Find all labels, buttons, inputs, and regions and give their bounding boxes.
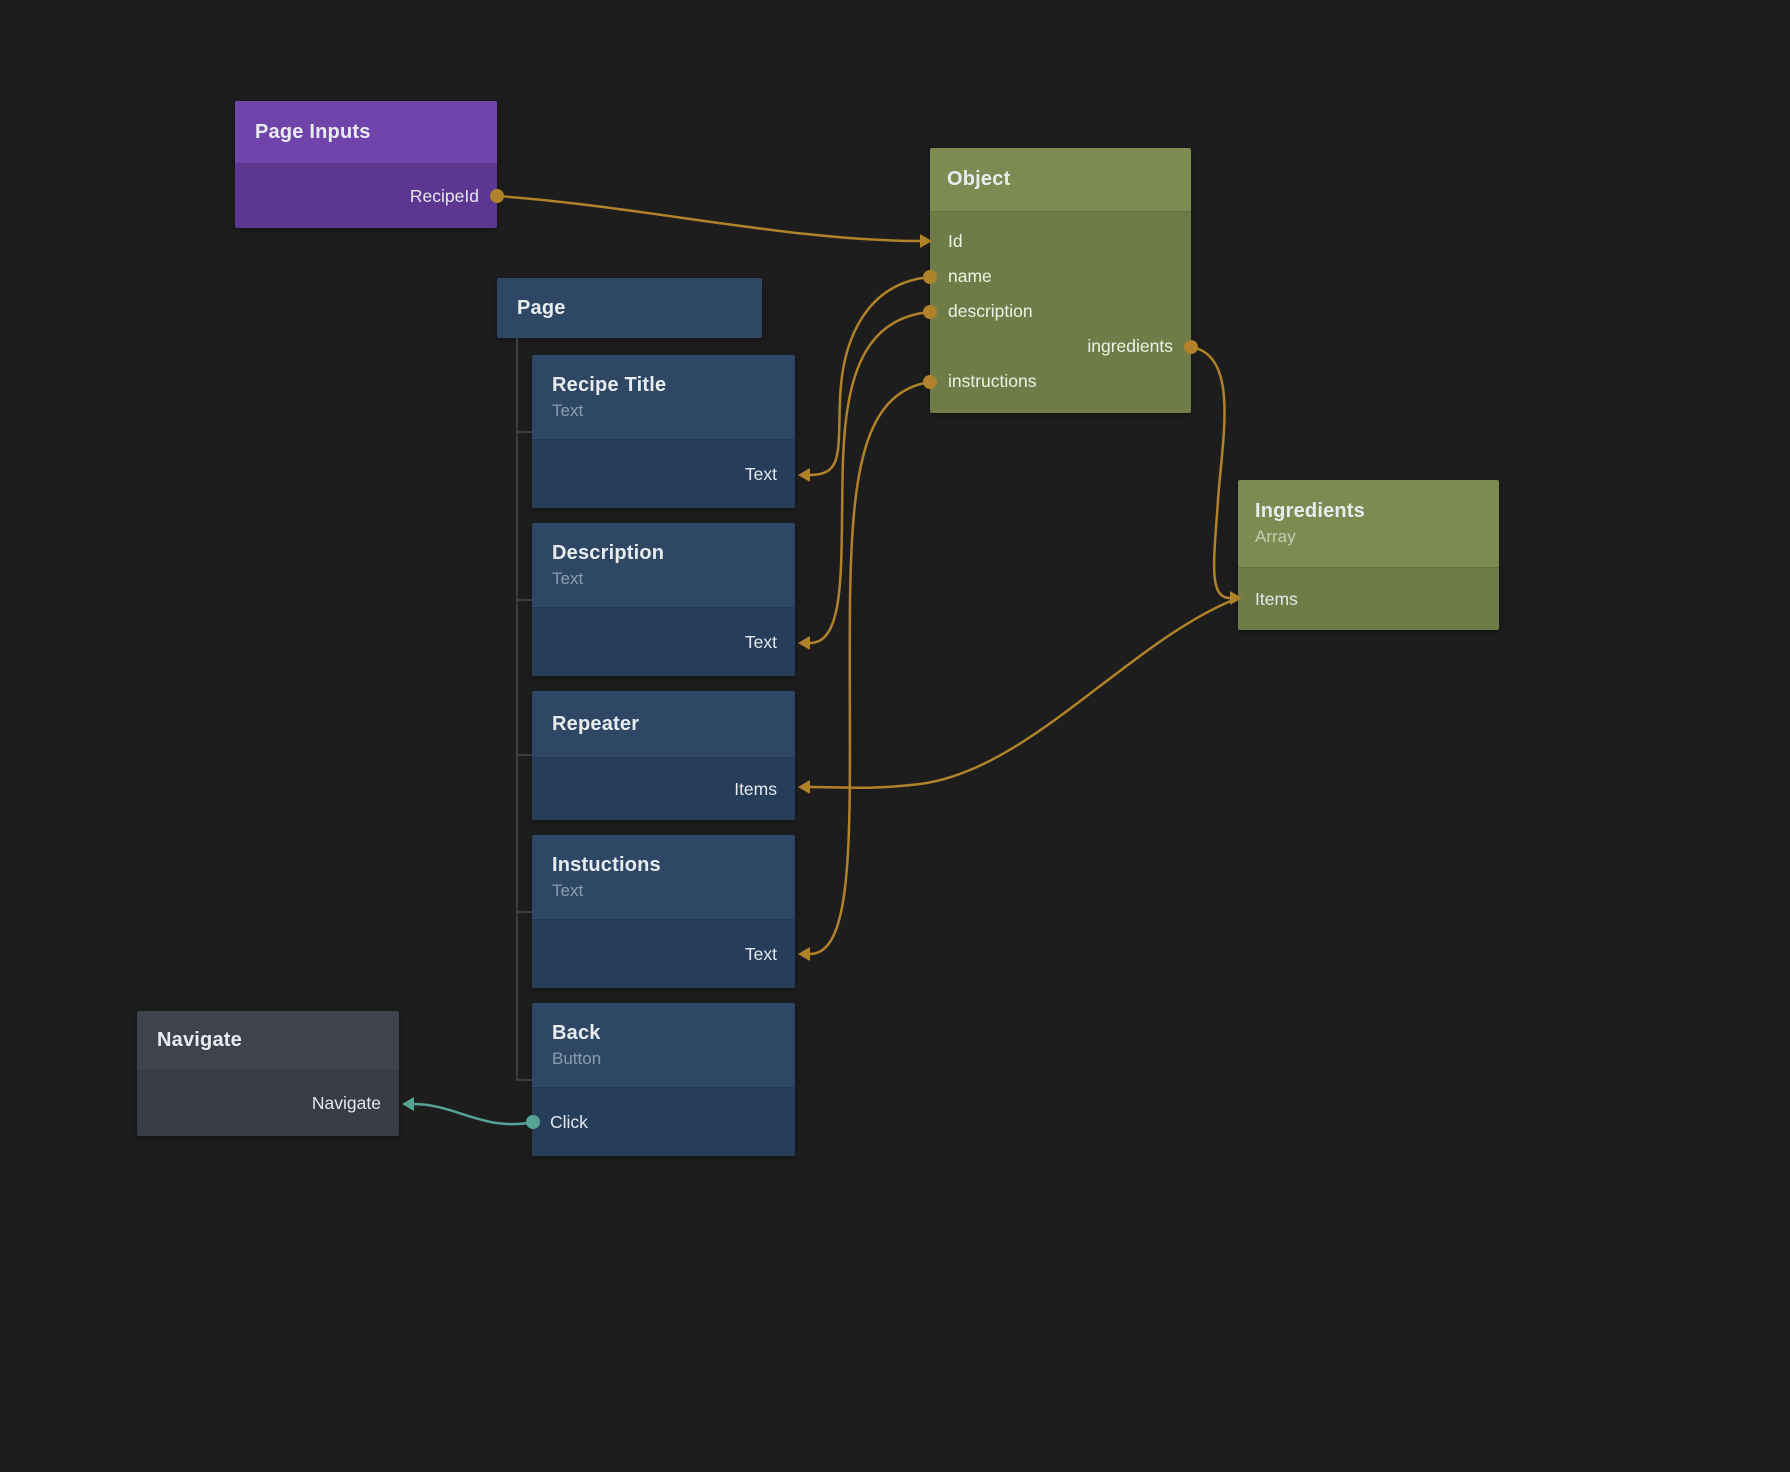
port-instructions-output[interactable]: instructions	[930, 364, 1191, 399]
node-title: Object	[947, 168, 1011, 190]
port-click-output[interactable]: Click	[532, 1088, 795, 1156]
port-label: Text	[744, 631, 777, 652]
node-description[interactable]: Description Text Text	[532, 523, 795, 676]
port-label: RecipeId	[409, 185, 479, 206]
node-repeater[interactable]: Repeater Items	[532, 691, 795, 820]
node-title: Recipe Title	[552, 373, 667, 396]
node-title: Page Inputs	[255, 120, 371, 143]
node-title: Instuctions	[552, 853, 661, 876]
port-name-output[interactable]: name	[930, 259, 1191, 294]
node-repeater-header[interactable]: Repeater	[532, 691, 795, 758]
node-page[interactable]: Page	[497, 278, 762, 338]
port-text-input[interactable]: Text	[532, 920, 795, 988]
arrowhead-description-text	[798, 636, 810, 650]
node-title: Page	[517, 296, 566, 319]
node-recipe-title-header[interactable]: Recipe Title Text	[532, 355, 795, 440]
wire-instructions-to-instuctions-text[interactable]	[808, 380, 932, 956]
node-title: Navigate	[157, 1029, 242, 1051]
port-recipeid-output[interactable]: RecipeId	[235, 164, 497, 228]
port-label: instructions	[948, 371, 1037, 391]
node-object[interactable]: Object Id name description ingredients i…	[930, 148, 1191, 413]
node-ingredients[interactable]: Ingredients Array Items	[1238, 480, 1499, 630]
port-navigate-input[interactable]: Navigate	[137, 1071, 399, 1136]
node-navigate[interactable]: Navigate Navigate	[137, 1011, 399, 1136]
node-instuctions[interactable]: Instuctions Text Text	[532, 835, 795, 988]
node-type-label: Text	[552, 568, 584, 588]
arrowhead-instuctions-text	[798, 947, 810, 961]
arrowhead-navigate	[402, 1097, 414, 1111]
port-label: Text	[744, 463, 777, 484]
wire-ingredients-to-ingredients-items[interactable]	[1189, 345, 1232, 600]
port-text-input[interactable]: Text	[532, 440, 795, 508]
node-instuctions-header[interactable]: Instuctions Text	[532, 835, 795, 920]
port-id-input[interactable]: Id	[930, 224, 1191, 259]
port-label: Id	[948, 231, 963, 251]
port-ingredients-output[interactable]: ingredients	[930, 329, 1191, 364]
node-object-header[interactable]: Object	[930, 148, 1191, 212]
node-title: Repeater	[552, 712, 640, 735]
port-items[interactable]: Items	[1238, 568, 1499, 630]
port-label: Navigate	[311, 1093, 381, 1113]
node-navigate-header[interactable]: Navigate	[137, 1011, 399, 1071]
node-type-label: Text	[552, 400, 584, 420]
wire-click-to-navigate[interactable]	[412, 1102, 535, 1126]
port-items-input[interactable]: Items	[532, 758, 795, 820]
hierarchy-lines	[516, 338, 532, 1081]
wire-items-to-repeater-items[interactable]	[808, 596, 1240, 789]
wire-description-to-description-text[interactable]	[808, 310, 932, 645]
port-label: Click	[550, 1111, 588, 1132]
port-label: ingredients	[1087, 336, 1173, 356]
port-text-input[interactable]: Text	[532, 608, 795, 676]
wire-name-to-recipe-title-text[interactable]	[808, 275, 932, 477]
arrowhead-recipe-title-text	[798, 468, 810, 482]
node-type-label: Button	[552, 1048, 602, 1068]
node-type-label: Text	[552, 880, 584, 900]
port-label: name	[948, 266, 992, 286]
port-label: Items	[1255, 588, 1298, 609]
node-page-inputs[interactable]: Page Inputs RecipeId	[235, 101, 497, 228]
node-page-inputs-header[interactable]: Page Inputs	[235, 101, 497, 164]
port-description-output[interactable]: description	[930, 294, 1191, 329]
port-label: description	[948, 301, 1033, 321]
node-title: Back	[552, 1021, 601, 1044]
node-title: Description	[552, 541, 665, 564]
node-recipe-title[interactable]: Recipe Title Text Text	[532, 355, 795, 508]
port-label: Text	[744, 943, 777, 964]
node-page-header[interactable]: Page	[497, 278, 762, 338]
node-back[interactable]: Back Button Click	[532, 1003, 795, 1156]
port-label: Items	[734, 778, 777, 799]
node-ingredients-header[interactable]: Ingredients Array	[1238, 480, 1499, 568]
node-description-header[interactable]: Description Text	[532, 523, 795, 608]
node-title: Ingredients	[1255, 500, 1365, 522]
arrowhead-repeater-items	[798, 780, 810, 794]
wire-recipeid-to-object-id[interactable]	[495, 194, 922, 243]
node-back-header[interactable]: Back Button	[532, 1003, 795, 1088]
node-type-label: Array	[1255, 527, 1296, 546]
